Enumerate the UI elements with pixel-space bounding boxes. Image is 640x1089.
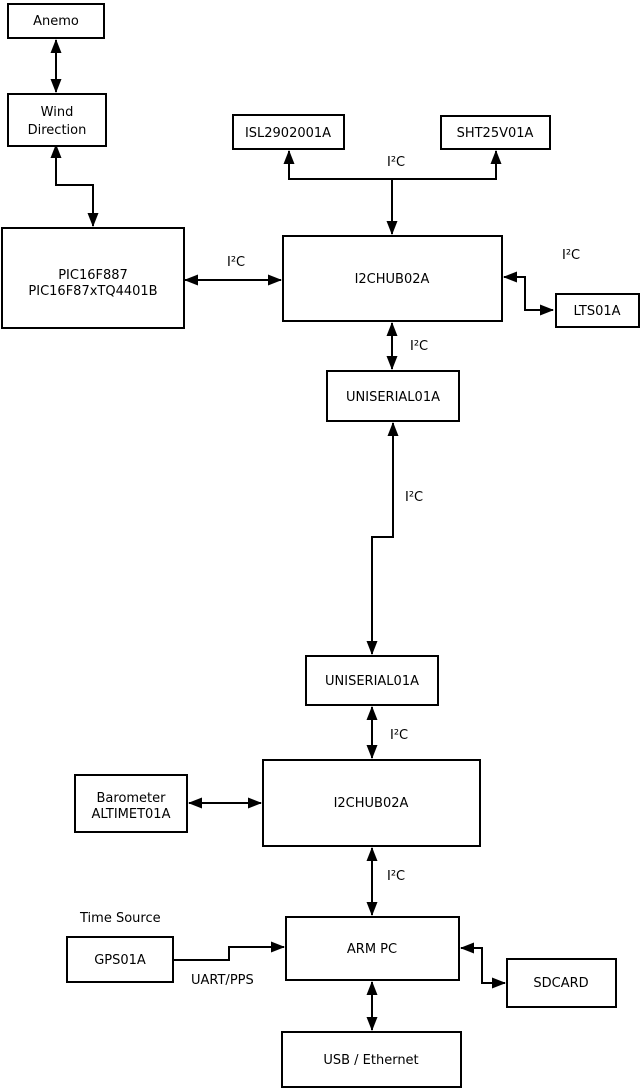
label-sdcard: SDCARD (533, 976, 588, 991)
label-i2c-hub-2: I2CHUB02A (334, 796, 409, 811)
edge-hub1-isl (283, 150, 392, 180)
label-usb-ethernet: USB / Ethernet (323, 1053, 418, 1068)
edge-uniserial1-uniserial2 (366, 422, 399, 655)
edge-wind-pic (50, 144, 99, 227)
box-wind-direction (7, 93, 107, 147)
box-sht (440, 115, 551, 150)
label-i2c-hub-1: I2CHUB02A (355, 272, 430, 287)
box-lts (555, 293, 640, 328)
edge-label-time-source: Time Source (79, 911, 161, 926)
edge-gps-armpc (173, 941, 285, 961)
box-uniserial-2 (305, 655, 439, 706)
box-arm-pc (285, 916, 460, 981)
label-isl: ISL2902001A (245, 126, 331, 141)
box-isl (232, 114, 345, 150)
label-sht: SHT25V01A (457, 126, 534, 141)
label-pic-line1: PIC16F887 (58, 268, 128, 283)
edge-label-i2c-uniserial1-uniserial2: I²C (405, 490, 423, 505)
label-pic-line2: PIC16F87xTQ4401B (28, 284, 157, 299)
edge-hub1-sht (392, 150, 502, 180)
edge-label-i2c-sensors: I²C (387, 155, 405, 170)
label-barometer-line2: ALTIMET01A (92, 807, 171, 822)
box-usb-ethernet (281, 1031, 462, 1088)
box-i2c-hub-1 (282, 235, 503, 322)
label-wind-line2: Direction (28, 123, 87, 138)
label-arm-pc: ARM PC (347, 942, 397, 957)
edge-label-uart-pps: UART/PPS (191, 973, 254, 988)
label-anemo: Anemo (33, 14, 79, 29)
label-uniserial-2: UNISERIAL01A (325, 674, 419, 689)
edge-label-i2c-hub1-uniserial1: I²C (410, 339, 428, 354)
edge-label-i2c-hub2-armpc: I²C (387, 869, 405, 884)
label-wind-line1: Wind (41, 105, 74, 120)
box-uniserial-1 (326, 370, 460, 422)
box-sdcard (506, 958, 617, 1008)
label-gps: GPS01A (94, 953, 146, 968)
box-pic (1, 227, 185, 329)
box-i2c-hub-2 (262, 759, 481, 847)
edge-label-i2c-pic-hub1: I²C (227, 255, 245, 270)
label-barometer-line1: Barometer (97, 791, 167, 806)
label-lts: LTS01A (573, 304, 620, 319)
box-barometer (74, 774, 188, 833)
box-gps (66, 936, 174, 983)
box-anemo (7, 3, 105, 39)
label-uniserial-1: UNISERIAL01A (346, 390, 440, 405)
edge-label-i2c-hub1-lts: I²C (562, 248, 580, 263)
edge-hub1-lts (503, 271, 554, 316)
edge-armpc-sdcard (460, 942, 506, 989)
edge-label-i2c-uniserial2-hub2: I²C (390, 728, 408, 743)
